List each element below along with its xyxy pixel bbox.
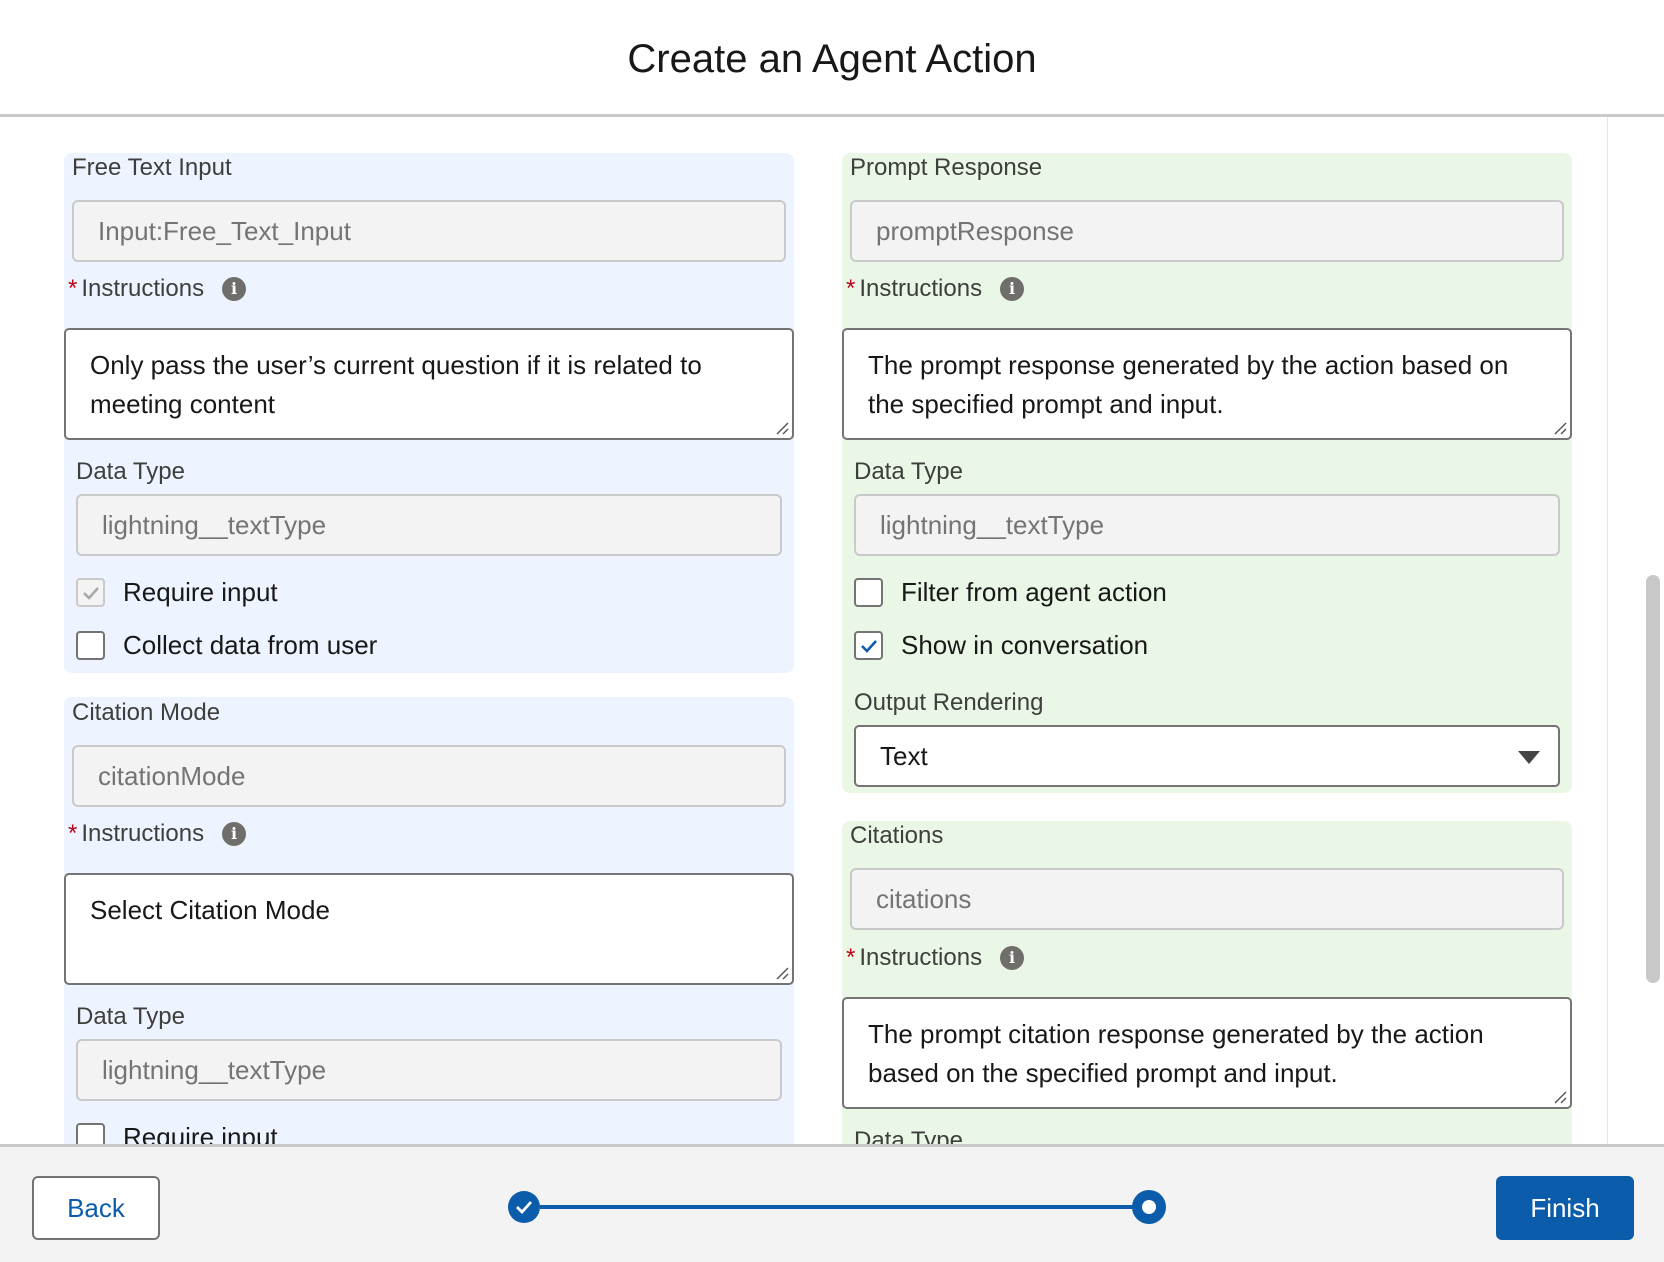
info-icon[interactable]: i: [1000, 945, 1025, 970]
scrollbar[interactable]: [1607, 117, 1664, 1144]
required-asterisk: *: [846, 275, 856, 302]
checkbox-unchecked: [76, 631, 105, 660]
check-icon: [860, 639, 877, 653]
resize-grip-icon[interactable]: [1553, 1090, 1567, 1104]
checkbox-unchecked: [76, 1123, 105, 1144]
checkbox-checked-disabled: [76, 578, 105, 607]
scrollbar-thumb[interactable]: [1646, 575, 1660, 983]
info-icon[interactable]: i: [1000, 276, 1025, 301]
modal-header: Create an Agent Action: [0, 0, 1664, 117]
filter-from-agent-action-checkbox[interactable]: Filter from agent action: [854, 577, 1167, 608]
require-input-checkbox[interactable]: Require input: [76, 577, 278, 608]
free-text-input-label: Free Text Input: [72, 154, 232, 181]
citation-mode-api-name-field: citationMode: [72, 745, 786, 807]
checkbox-checked: [854, 631, 883, 660]
resize-grip-icon[interactable]: [775, 421, 789, 435]
data-type-label: Data Type: [854, 1127, 963, 1144]
required-asterisk: *: [68, 820, 78, 847]
collect-data-from-user-checkbox[interactable]: Collect data from user: [76, 630, 377, 661]
free-text-input-api-name-field: Input:Free_Text_Input: [72, 200, 786, 262]
data-type-label: Data Type: [76, 458, 185, 485]
checkbox-unchecked: [854, 578, 883, 607]
output-rendering-select[interactable]: Text: [854, 725, 1560, 787]
citations-instructions-textarea[interactable]: The prompt citation response generated b…: [842, 997, 1572, 1109]
check-icon: [82, 586, 99, 600]
info-icon[interactable]: i: [222, 276, 247, 301]
data-type-field: lightning__textType: [76, 1039, 782, 1101]
progress-bar: [540, 1205, 1140, 1209]
modal-title: Create an Agent Action: [627, 36, 1037, 81]
citation-mode-instructions-textarea[interactable]: Select Citation Mode: [64, 873, 794, 985]
data-type-field: lightning__textType: [854, 494, 1560, 556]
progress-step-current[interactable]: [1132, 1190, 1166, 1224]
caret-down-icon: [1518, 751, 1540, 764]
check-icon: [516, 1201, 533, 1214]
prompt-response-api-name-field: promptResponse: [850, 200, 1564, 262]
show-in-conversation-checkbox[interactable]: Show in conversation: [854, 630, 1148, 661]
data-type-label: Data Type: [854, 458, 963, 485]
finish-button[interactable]: Finish: [1496, 1176, 1634, 1240]
modal-body[interactable]: Free Text Input Input:Free_Text_Input *I…: [0, 117, 1664, 1144]
prompt-response-label: Prompt Response: [850, 154, 1043, 181]
current-step-dot-icon: [1142, 1200, 1156, 1214]
progress-step-complete[interactable]: [508, 1191, 540, 1223]
resize-grip-icon[interactable]: [775, 966, 789, 980]
back-button[interactable]: Back: [32, 1176, 160, 1240]
output-rendering-label: Output Rendering: [854, 689, 1044, 716]
prompt-response-instructions-textarea[interactable]: The prompt response generated by the act…: [842, 328, 1572, 440]
required-asterisk: *: [846, 944, 856, 971]
citations-api-name-field: citations: [850, 868, 1564, 930]
citation-mode-label: Citation Mode: [72, 699, 221, 726]
modal-footer: Back Finish: [0, 1144, 1664, 1262]
info-icon[interactable]: i: [222, 821, 247, 846]
citations-label: Citations: [850, 822, 944, 849]
require-input-checkbox[interactable]: Require input: [76, 1122, 278, 1144]
free-text-instructions-textarea[interactable]: Only pass the user’s current question if…: [64, 328, 794, 440]
required-asterisk: *: [68, 275, 78, 302]
resize-grip-icon[interactable]: [1553, 421, 1567, 435]
data-type-label: Data Type: [76, 1003, 185, 1030]
data-type-field: lightning__textType: [76, 494, 782, 556]
